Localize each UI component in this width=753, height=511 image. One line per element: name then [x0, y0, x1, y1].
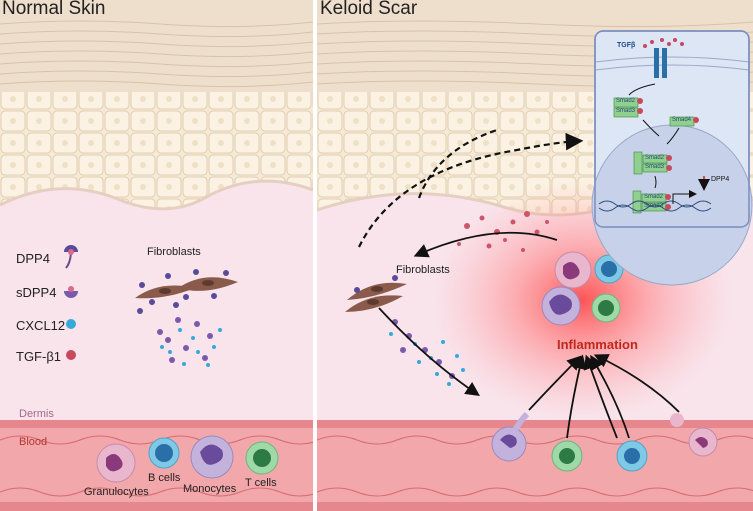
smad2-label-2: Smad2 — [645, 155, 665, 161]
legend-label-sdpp4: sDPP4 — [16, 285, 57, 300]
keloid-fibroblasts-label: Fibroblasts — [396, 264, 450, 276]
tgf-pathway-inset — [591, 30, 753, 286]
legend-label-cxcl12: CXCL12 — [16, 318, 66, 333]
fibroblasts-label: Fibroblasts — [147, 246, 201, 258]
tgf-beta1-trail — [457, 211, 549, 252]
dashed-arrow-branch — [417, 128, 498, 199]
granulocytes-label: Granulocytes — [84, 486, 149, 498]
smad2-label-3: Smad2 — [644, 194, 664, 200]
inflammation-label: Inflammation — [557, 337, 638, 352]
legend-label-tgf-beta1: TGF-β1 — [16, 349, 62, 364]
legend-label-dpp4: DPP4 — [16, 251, 50, 266]
tgfb-label: TGFβ — [617, 42, 636, 49]
migration-arrows — [528, 354, 680, 439]
keloid-fibroblasts — [345, 275, 407, 312]
dermis-label: Dermis — [19, 408, 54, 420]
panel-title-keloid-scar: Keloid Scar — [320, 0, 418, 19]
blood-label: Blood — [19, 436, 48, 448]
smad3-label-3: Smad3 — [644, 203, 664, 209]
normal-skin-panel: Normal Skin DPP4 sDPP4 CXCL12 TGF-β1 Fib… — [0, 0, 313, 511]
monocyte-cell — [190, 435, 234, 479]
t-cells-label: T cells — [245, 477, 277, 489]
dpp4-gene-label: DPP4 — [711, 176, 730, 183]
normal-skin-illustration — [0, 0, 313, 511]
smad2-label-1: Smad2 — [616, 98, 636, 104]
fibroblast-cells — [135, 269, 238, 314]
smad3-label-1: Smad3 — [616, 108, 636, 114]
inflammation-cell-cluster — [541, 251, 624, 326]
keloid-scar-illustration — [317, 0, 753, 511]
arrow-tgf-to-fibroblasts — [413, 231, 558, 258]
dpp4-receptor-icon — [64, 245, 78, 269]
sdpp4-icon — [64, 286, 78, 298]
b-cell — [148, 437, 180, 469]
cxcl12-dot-icon — [66, 319, 76, 329]
dashed-arrow-to-epidermis — [358, 132, 584, 248]
sdpp4-cxcl12-trail — [378, 307, 480, 397]
smad3-label-2: Smad3 — [645, 164, 665, 170]
tgf-beta1-dot-icon — [66, 350, 76, 360]
smad4-label-1: Smad4 — [672, 117, 692, 123]
granulocyte-cell — [96, 443, 136, 483]
b-cells-label: B cells — [148, 472, 181, 484]
soluble-factors — [157, 317, 222, 367]
panel-title-normal-skin: Normal Skin — [2, 0, 106, 19]
keloid-scar-panel: Keloid Scar Fibroblasts Inflammation TGF… — [317, 0, 753, 511]
extravasating-cells — [491, 411, 718, 472]
t-cell — [245, 441, 279, 475]
monocytes-label: Monocytes — [183, 483, 237, 495]
